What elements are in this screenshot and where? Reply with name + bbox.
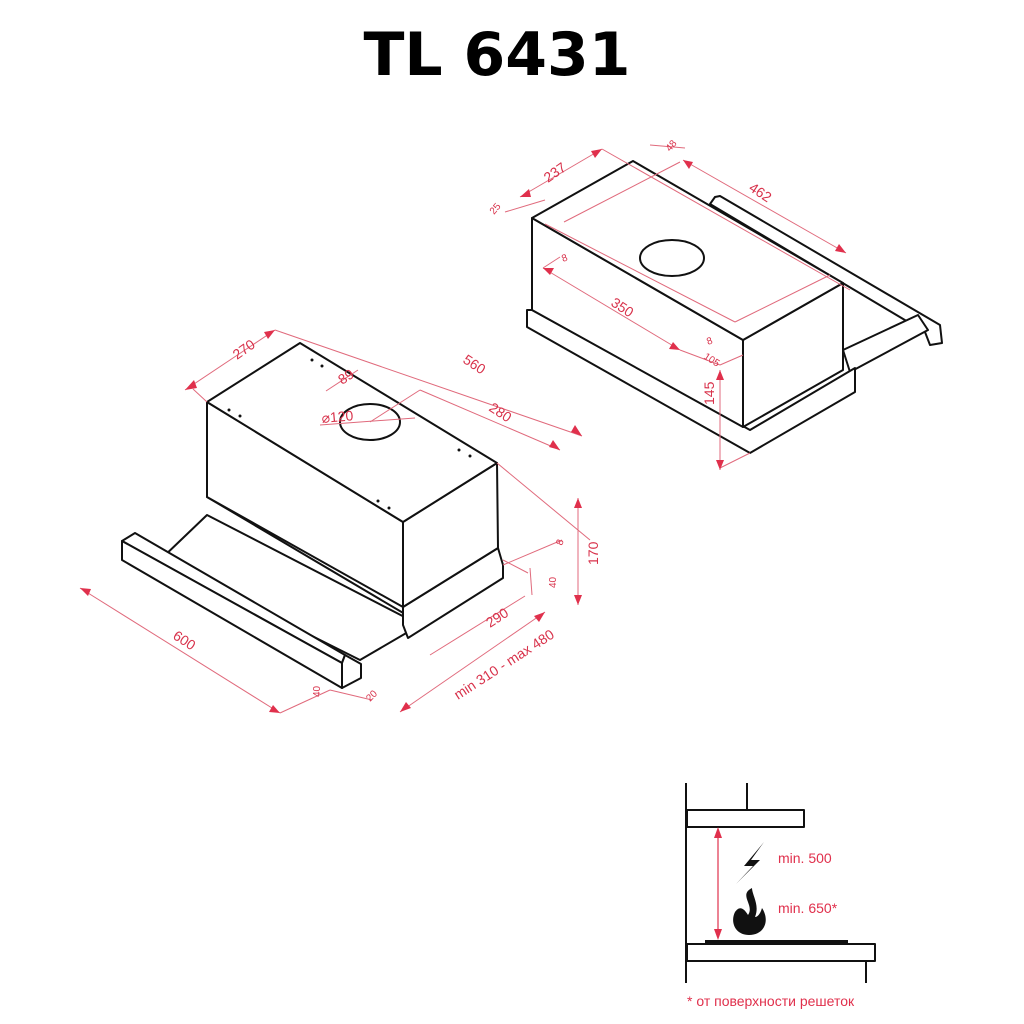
dim-extension: min 310 - max 480 [451,626,557,703]
right-hood-view: 237 48 25 462 8 350 8 105 145 [488,138,943,470]
left-hood-view: 270 560 89 ⌀120 280 170 8 40 290 min 310… [79,329,601,714]
front-panel-end [341,654,362,689]
flame-icon [733,888,766,935]
footnote: * от поверхности решеток [687,993,855,1009]
right-rail [709,195,943,346]
cooktop-surface [705,940,848,945]
dim-rail-gap: 8 [554,538,566,547]
left-arrowheads [80,330,582,713]
dim-front-panel-height: 40 [312,685,323,697]
model-title: TL 6431 [363,20,630,90]
dim-offset-top-48: 48 [664,138,680,154]
right-dimension-lines [504,144,851,470]
right-box-top [531,160,844,341]
dim-base-height: 40 [548,576,559,588]
dim-base-depth: 290 [483,604,511,630]
dim-offset-side-25: 25 [488,201,504,217]
arrow-up [714,827,722,838]
dim-gap-b: 8 [705,335,714,347]
dim-front-panel-depth: 20 [364,688,380,704]
dim-width-560: 560 [460,351,488,377]
dim-depth-270: 270 [230,336,258,363]
dim-front-panel-width: 600 [170,627,198,653]
left-dimension-lines [79,329,591,714]
mounting-holes [227,358,472,510]
cooktop-counter [686,943,876,962]
right-arrowheads [520,149,846,470]
dim-gap-a: 8 [560,252,569,264]
right-tray [842,314,929,373]
dim-outlet-offset: 89 [335,365,357,387]
dim-outlet-to-side: 280 [486,399,514,425]
dim-height-145: 145 [701,381,717,405]
dim-outlet-diameter: ⌀120 [321,407,354,426]
electric-clearance-label: min. 500 [778,850,832,866]
dim-height-170: 170 [585,541,601,565]
dim-width-462: 462 [746,179,774,205]
installation-clearance-diagram: min. 500 min. 650* * от поверхности реше… [685,783,876,1009]
lightning-icon [736,842,764,884]
right-outlet-hole [639,239,705,277]
arrow-down [714,929,722,940]
dim-depth-237: 237 [541,159,569,186]
hood-shelf [686,809,805,828]
gas-clearance-label: min. 650* [778,900,838,916]
left-outlet-hole [339,403,401,441]
